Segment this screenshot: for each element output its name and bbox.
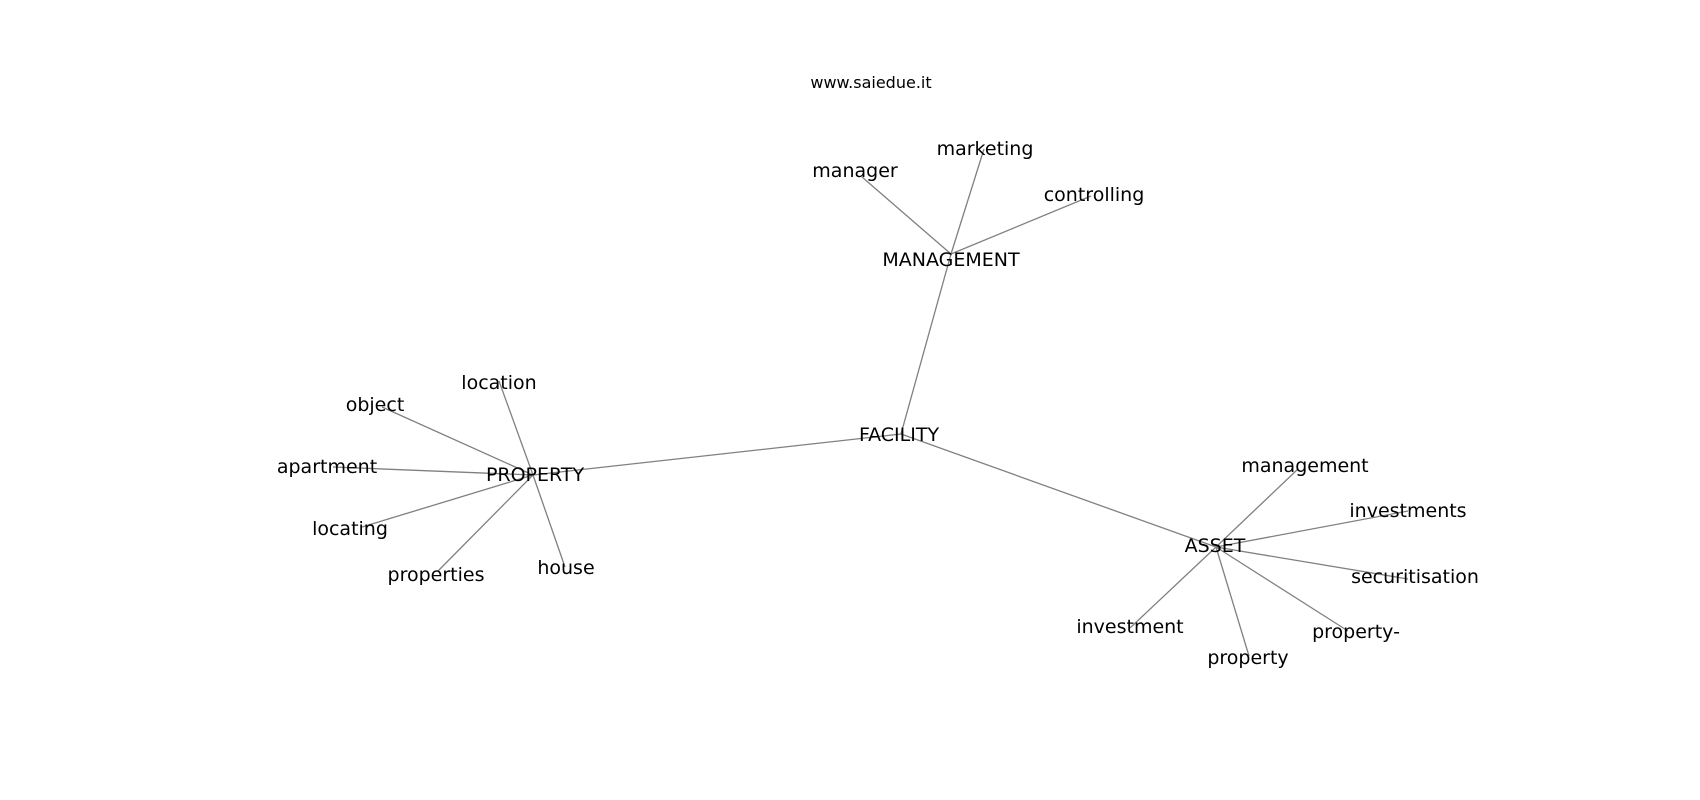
edge-property-hub-locating [361, 474, 534, 528]
node-controlling: controlling [1044, 184, 1145, 206]
edge-management-hub-marketing [950, 148, 985, 255]
edge-layer [332, 148, 1409, 657]
label-layer: www.saiedue.it FACILITY MANAGEMENT PROPE… [277, 73, 1479, 669]
edge-facility-property-hub [532, 433, 902, 476]
edge-facility-management-hub [900, 253, 952, 435]
node-asset-hub: ASSET [1185, 535, 1246, 557]
node-property-hub: PROPERTY [486, 464, 585, 486]
node-house: house [537, 557, 594, 579]
node-object: object [346, 394, 405, 416]
edge-property-hub-apartment [332, 466, 534, 476]
node-securitisation: securitisation [1351, 566, 1479, 588]
edge-property-hub-properties [437, 474, 534, 572]
node-location: location [461, 372, 536, 394]
node-investment: investment [1076, 616, 1183, 638]
node-management: management [1241, 455, 1368, 477]
edge-property-hub-house [532, 474, 566, 568]
edge-management-hub-manager [861, 176, 952, 255]
edge-property-hub-object [381, 406, 534, 476]
edge-asset-hub-property [1215, 546, 1250, 657]
node-marketing: marketing [937, 138, 1034, 160]
node-manager: manager [812, 160, 898, 182]
node-locating: locating [312, 518, 388, 540]
edge-asset-hub-management [1215, 468, 1299, 548]
edge-management-hub-controlling [950, 195, 1092, 255]
edge-asset-hub-investments [1215, 510, 1409, 548]
edge-asset-hub-property-dash [1215, 546, 1349, 632]
edge-asset-hub-securitisation [1215, 546, 1409, 580]
node-facility: FACILITY [859, 424, 940, 446]
node-investments: investments [1349, 500, 1466, 522]
node-property: property [1207, 647, 1288, 669]
watermark-text: www.saiedue.it [810, 73, 931, 92]
node-property-dash: property- [1312, 621, 1400, 643]
edge-asset-hub-investment [1129, 546, 1217, 629]
node-management-hub: MANAGEMENT [882, 249, 1020, 271]
node-properties: properties [388, 564, 485, 586]
node-apartment: apartment [277, 456, 377, 478]
edge-property-hub-location [498, 380, 534, 476]
edge-facility-asset-hub [900, 433, 1217, 548]
